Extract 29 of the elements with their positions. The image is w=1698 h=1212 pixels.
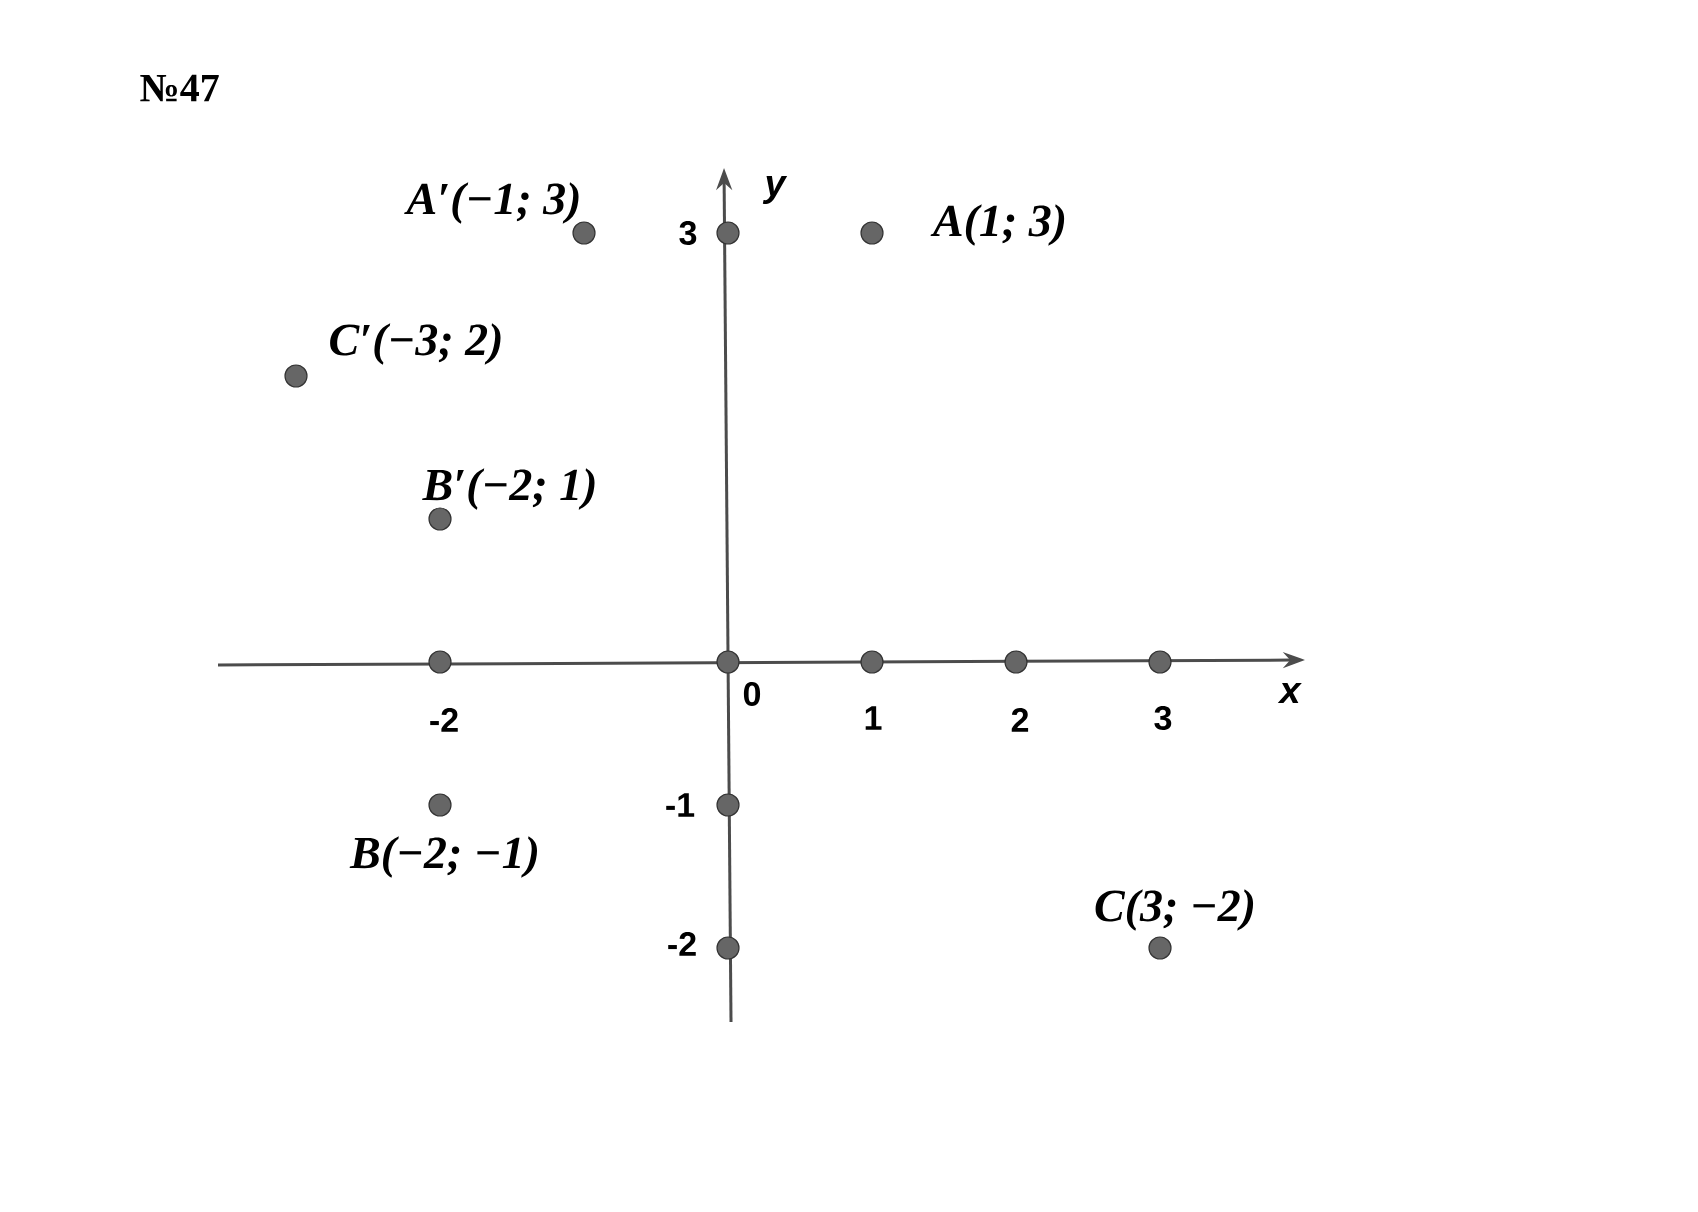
title: №47 (140, 74, 219, 102)
point-dot (1148, 650, 1172, 674)
axis-label: y (762, 176, 788, 204)
point-dot (716, 793, 740, 817)
point-label: B′(−2; 1) (422, 468, 595, 510)
tick-label: -1 (666, 793, 695, 817)
tick-label: 3 (1154, 705, 1172, 731)
tick-label: 2 (1011, 708, 1029, 732)
point-label: A′(−1; 3) (404, 182, 579, 224)
tick-label: 1 (865, 706, 882, 730)
point-dot (716, 936, 740, 960)
point-dot (716, 650, 740, 674)
point-dot (284, 364, 308, 388)
point-dot (1004, 650, 1028, 674)
point-dot (716, 221, 740, 245)
tick-label: -2 (430, 708, 458, 732)
point-dot (1148, 936, 1172, 960)
point-dot (860, 650, 884, 674)
tick-label: 3 (679, 220, 697, 246)
point-label: A(1; 3) (930, 204, 1065, 246)
point-dot (428, 793, 452, 817)
tick-label: -2 (668, 932, 696, 956)
point-label: C′(−3; 2) (330, 323, 501, 365)
point-dot (860, 221, 884, 245)
point-dot (428, 650, 452, 674)
axis-label: x (1277, 682, 1302, 704)
point-label: B(−2; −1) (349, 836, 537, 878)
tick-label: 0 (743, 681, 761, 707)
point-label: C(3; −2) (1095, 889, 1254, 931)
